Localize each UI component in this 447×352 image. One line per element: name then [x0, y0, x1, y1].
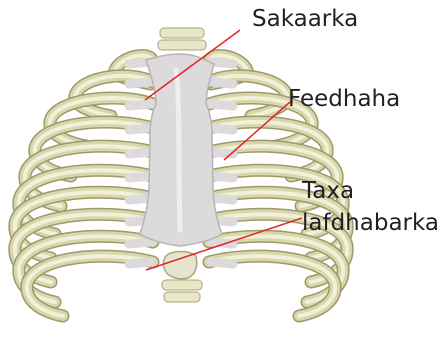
- costal-cartilage: [129, 82, 151, 84]
- costal-cartilage: [211, 128, 233, 130]
- sternum-label: Sakaarka: [252, 4, 358, 34]
- costal-cartilage: [211, 152, 233, 154]
- costal-cartilage: [211, 176, 233, 178]
- vertebra: [164, 292, 200, 302]
- vertebra: [162, 280, 202, 290]
- costal-cartilage: [211, 262, 233, 264]
- costal-cartilage: [211, 82, 233, 84]
- xiphoid-label-line-1: Taxa: [302, 176, 354, 206]
- costal-cartilage: [129, 176, 151, 178]
- vertebra: [160, 28, 204, 38]
- costal-cartilage: [129, 262, 151, 264]
- xiphoid-process: [163, 252, 196, 279]
- costal-cartilage: [129, 104, 151, 106]
- costal-cartilage: [129, 128, 151, 130]
- costal-cartilage: [211, 104, 233, 106]
- ribs-label: Feedhaha: [288, 84, 400, 114]
- costal-cartilage: [129, 242, 151, 244]
- xiphoid-label-line-2: lafdhabarka: [302, 208, 439, 238]
- vertebra: [158, 40, 206, 50]
- costal-cartilage: [129, 152, 151, 154]
